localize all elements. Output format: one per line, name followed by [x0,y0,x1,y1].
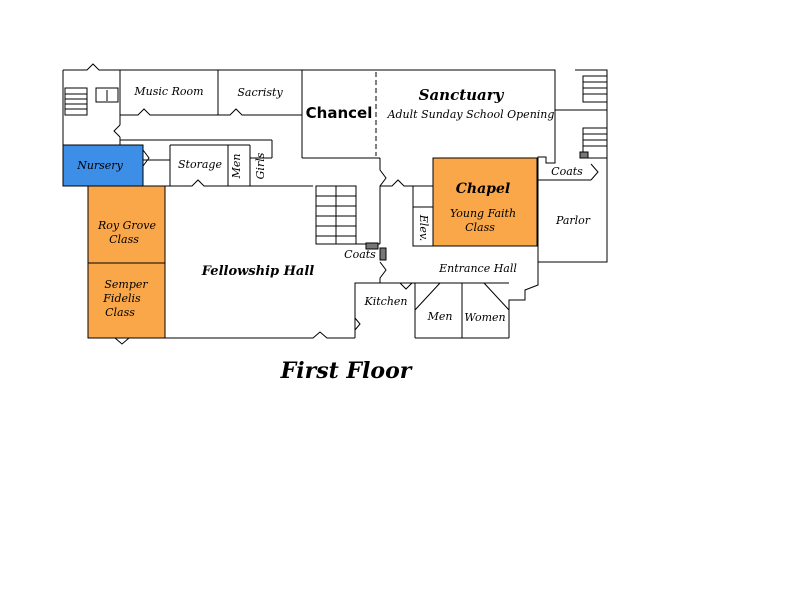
fidelis-label: Fidelis [102,292,141,305]
roy-grove-class-label: Class [109,233,139,246]
music-room-label: Music Room [133,85,203,98]
semper-fidelis-class-room[interactable] [87,262,166,339]
men-label: Men [427,310,453,323]
floor-title: First Floor [280,358,413,384]
elev-label: Elev. [417,214,430,241]
men-small-label: Men [230,154,243,180]
sanctuary-label: Sanctuary [419,86,505,104]
interior-walls-east [379,158,599,284]
coats-east-label: Coats [551,165,583,178]
sanctuary-sub-label: Adult Sunday School Opening [387,108,555,121]
parlor-label: Parlor [555,214,591,227]
girls-label: Girls [254,152,267,179]
entrance-hall-label: Entrance Hall [438,262,517,275]
roy-grove-label: Roy Grove [97,219,156,232]
roy-grove-class-room[interactable] [87,185,166,264]
storage-label: Storage [178,158,222,171]
chancel-label: Chancel [306,104,373,122]
chapel-label: Chapel [456,181,510,197]
stairs-northwest [64,87,119,116]
nursery-label: Nursery [76,159,123,172]
women-label: Women [464,311,505,324]
semper-class-label: Class [105,306,135,319]
nursery-room[interactable] [62,144,144,187]
fellowship-hall-label: Fellowship Hall [201,264,314,279]
kitchen-label: Kitchen [364,295,408,308]
stairs-northeast [579,75,608,159]
interior-walls-south [354,282,510,339]
semper-label: Semper [104,278,148,291]
young-faith-label: Young Faith [450,207,516,220]
coats-central-label: Coats [344,248,376,261]
stairs-central [315,185,387,261]
sacristy-label: Sacristy [237,86,283,99]
young-faith-class-label: Class [465,221,495,234]
chapel-room[interactable] [432,157,538,247]
interior-walls-north [113,70,607,187]
